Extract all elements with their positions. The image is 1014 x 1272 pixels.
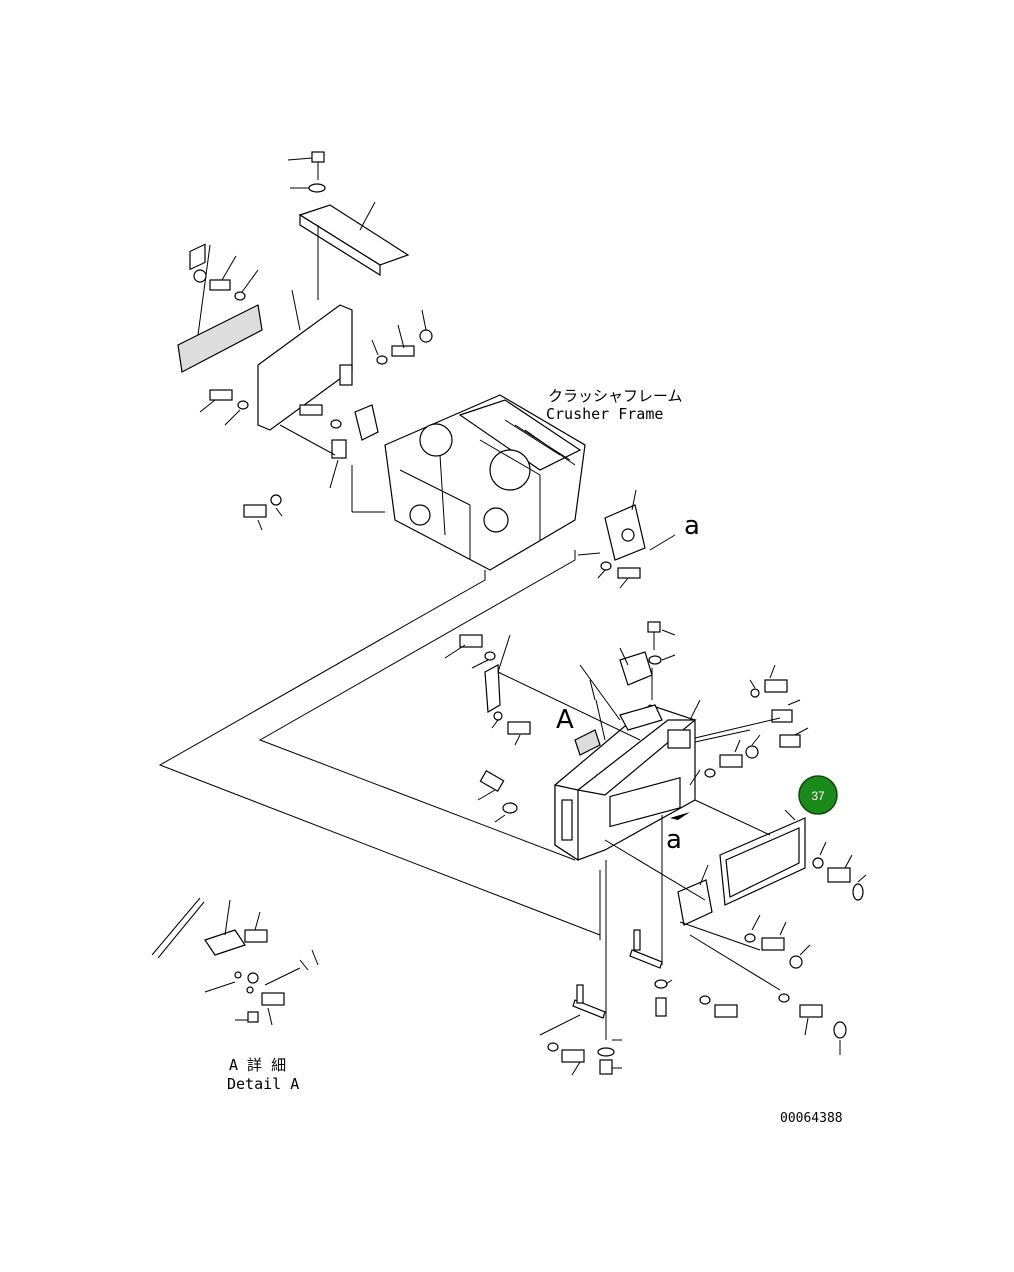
callout-circle[interactable] xyxy=(798,775,838,815)
top-washer xyxy=(308,183,326,193)
center-hinge xyxy=(629,949,663,969)
hatched-pad xyxy=(574,729,601,756)
top-small-plate xyxy=(619,651,653,686)
callout-number[interactable]: 37 xyxy=(811,789,825,803)
left-ring xyxy=(193,269,207,283)
callout-37[interactable]: 37 xyxy=(798,775,838,815)
upper-a-plate-group xyxy=(577,489,676,589)
right-bolt-group xyxy=(689,664,809,786)
lower-frame-group xyxy=(554,621,697,862)
view-A-label: A xyxy=(556,705,574,735)
lower-view-a-label: a xyxy=(666,825,682,855)
top-bolt-head xyxy=(311,151,325,163)
small-bracket xyxy=(354,404,379,441)
lower-small-plate xyxy=(677,879,713,926)
crusher-frame-label-en: Crusher Frame xyxy=(546,405,663,423)
right-plate-group xyxy=(604,799,867,1055)
detail-a-label-en: Detail A xyxy=(227,1075,299,1093)
view-a-arrow xyxy=(670,812,690,820)
side-mesh-plate xyxy=(177,304,263,373)
detail-a-label-jp: A 詳 細 xyxy=(229,1056,286,1074)
left-bracket-group xyxy=(444,634,641,823)
left-bolt xyxy=(209,279,231,291)
lower-hinge xyxy=(572,999,606,1019)
upper-view-a-label: a xyxy=(684,511,700,541)
drawing-number: 00064388 xyxy=(780,1111,843,1126)
crusher-frame xyxy=(384,394,586,571)
crusher-frame-label-jp: クラッシャフレーム xyxy=(548,387,683,405)
leader-lines xyxy=(158,550,601,936)
detail-a-group xyxy=(151,897,319,1026)
lower-bracket-group xyxy=(539,860,738,1076)
side-cover-group xyxy=(177,243,433,531)
top-cover-group xyxy=(287,151,410,300)
left-hinge-bracket xyxy=(484,664,501,714)
